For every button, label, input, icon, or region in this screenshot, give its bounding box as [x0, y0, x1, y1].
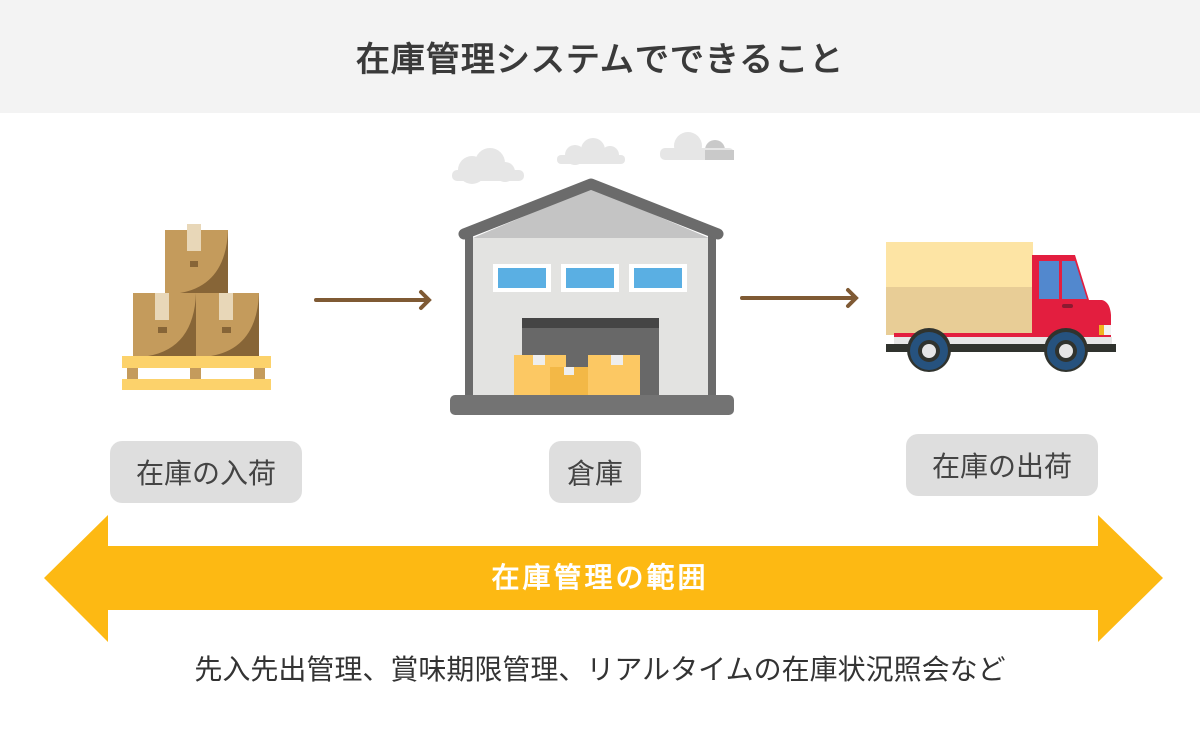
stage-label-outbound: 在庫の出荷 — [906, 434, 1098, 496]
cloud-icon — [660, 132, 734, 160]
arrow-right-icon — [740, 288, 859, 308]
stage-label-inbound: 在庫の入荷 — [110, 441, 302, 503]
stage-label-warehouse: 倉庫 — [549, 441, 641, 503]
header-band: 在庫管理システムでできること — [0, 0, 1200, 113]
cloud-icon — [452, 148, 524, 184]
range-double-arrow — [44, 515, 1163, 642]
arrow-right-icon — [314, 290, 432, 310]
truck-icon — [886, 242, 1116, 372]
range-label: 在庫管理の範囲 — [491, 561, 709, 594]
cloud-icon — [557, 138, 625, 165]
feature-note: 先入先出管理、賞味期限管理、リアルタイムの在庫状況照会など — [194, 653, 1006, 686]
warehouse-icon — [450, 178, 734, 415]
page-title: 在庫管理システムでできること — [355, 40, 845, 80]
boxes-on-pallet-icon — [122, 224, 271, 390]
